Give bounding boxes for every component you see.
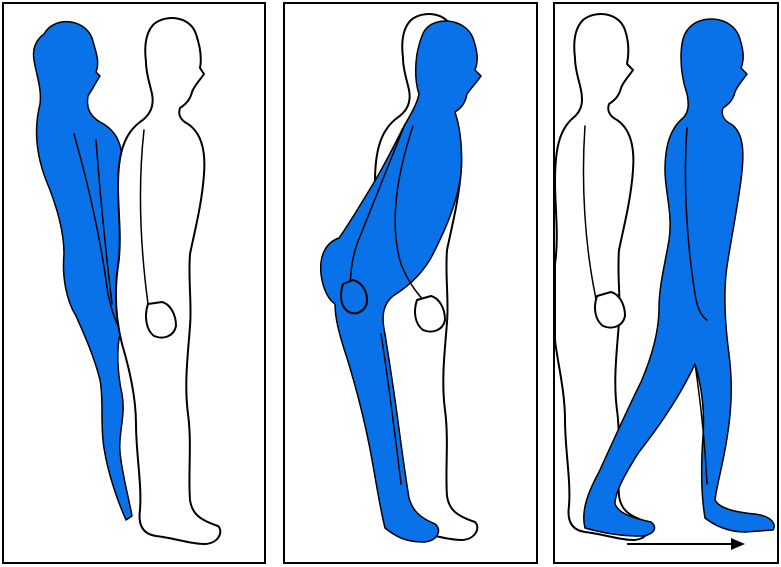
- panel-1: [2, 2, 266, 564]
- right-arrow-icon: [731, 538, 745, 550]
- panel-1-illustration: [4, 4, 264, 562]
- white-figure-hand: [595, 292, 625, 328]
- panel-2: [283, 2, 538, 564]
- blue-bending-figure: [321, 21, 481, 542]
- panel-2-illustration: [285, 4, 536, 562]
- white-standing-figure: [116, 18, 220, 544]
- panel-3: [553, 2, 779, 564]
- white-standing-figure: [555, 14, 649, 540]
- panel-3-illustration: [555, 4, 777, 562]
